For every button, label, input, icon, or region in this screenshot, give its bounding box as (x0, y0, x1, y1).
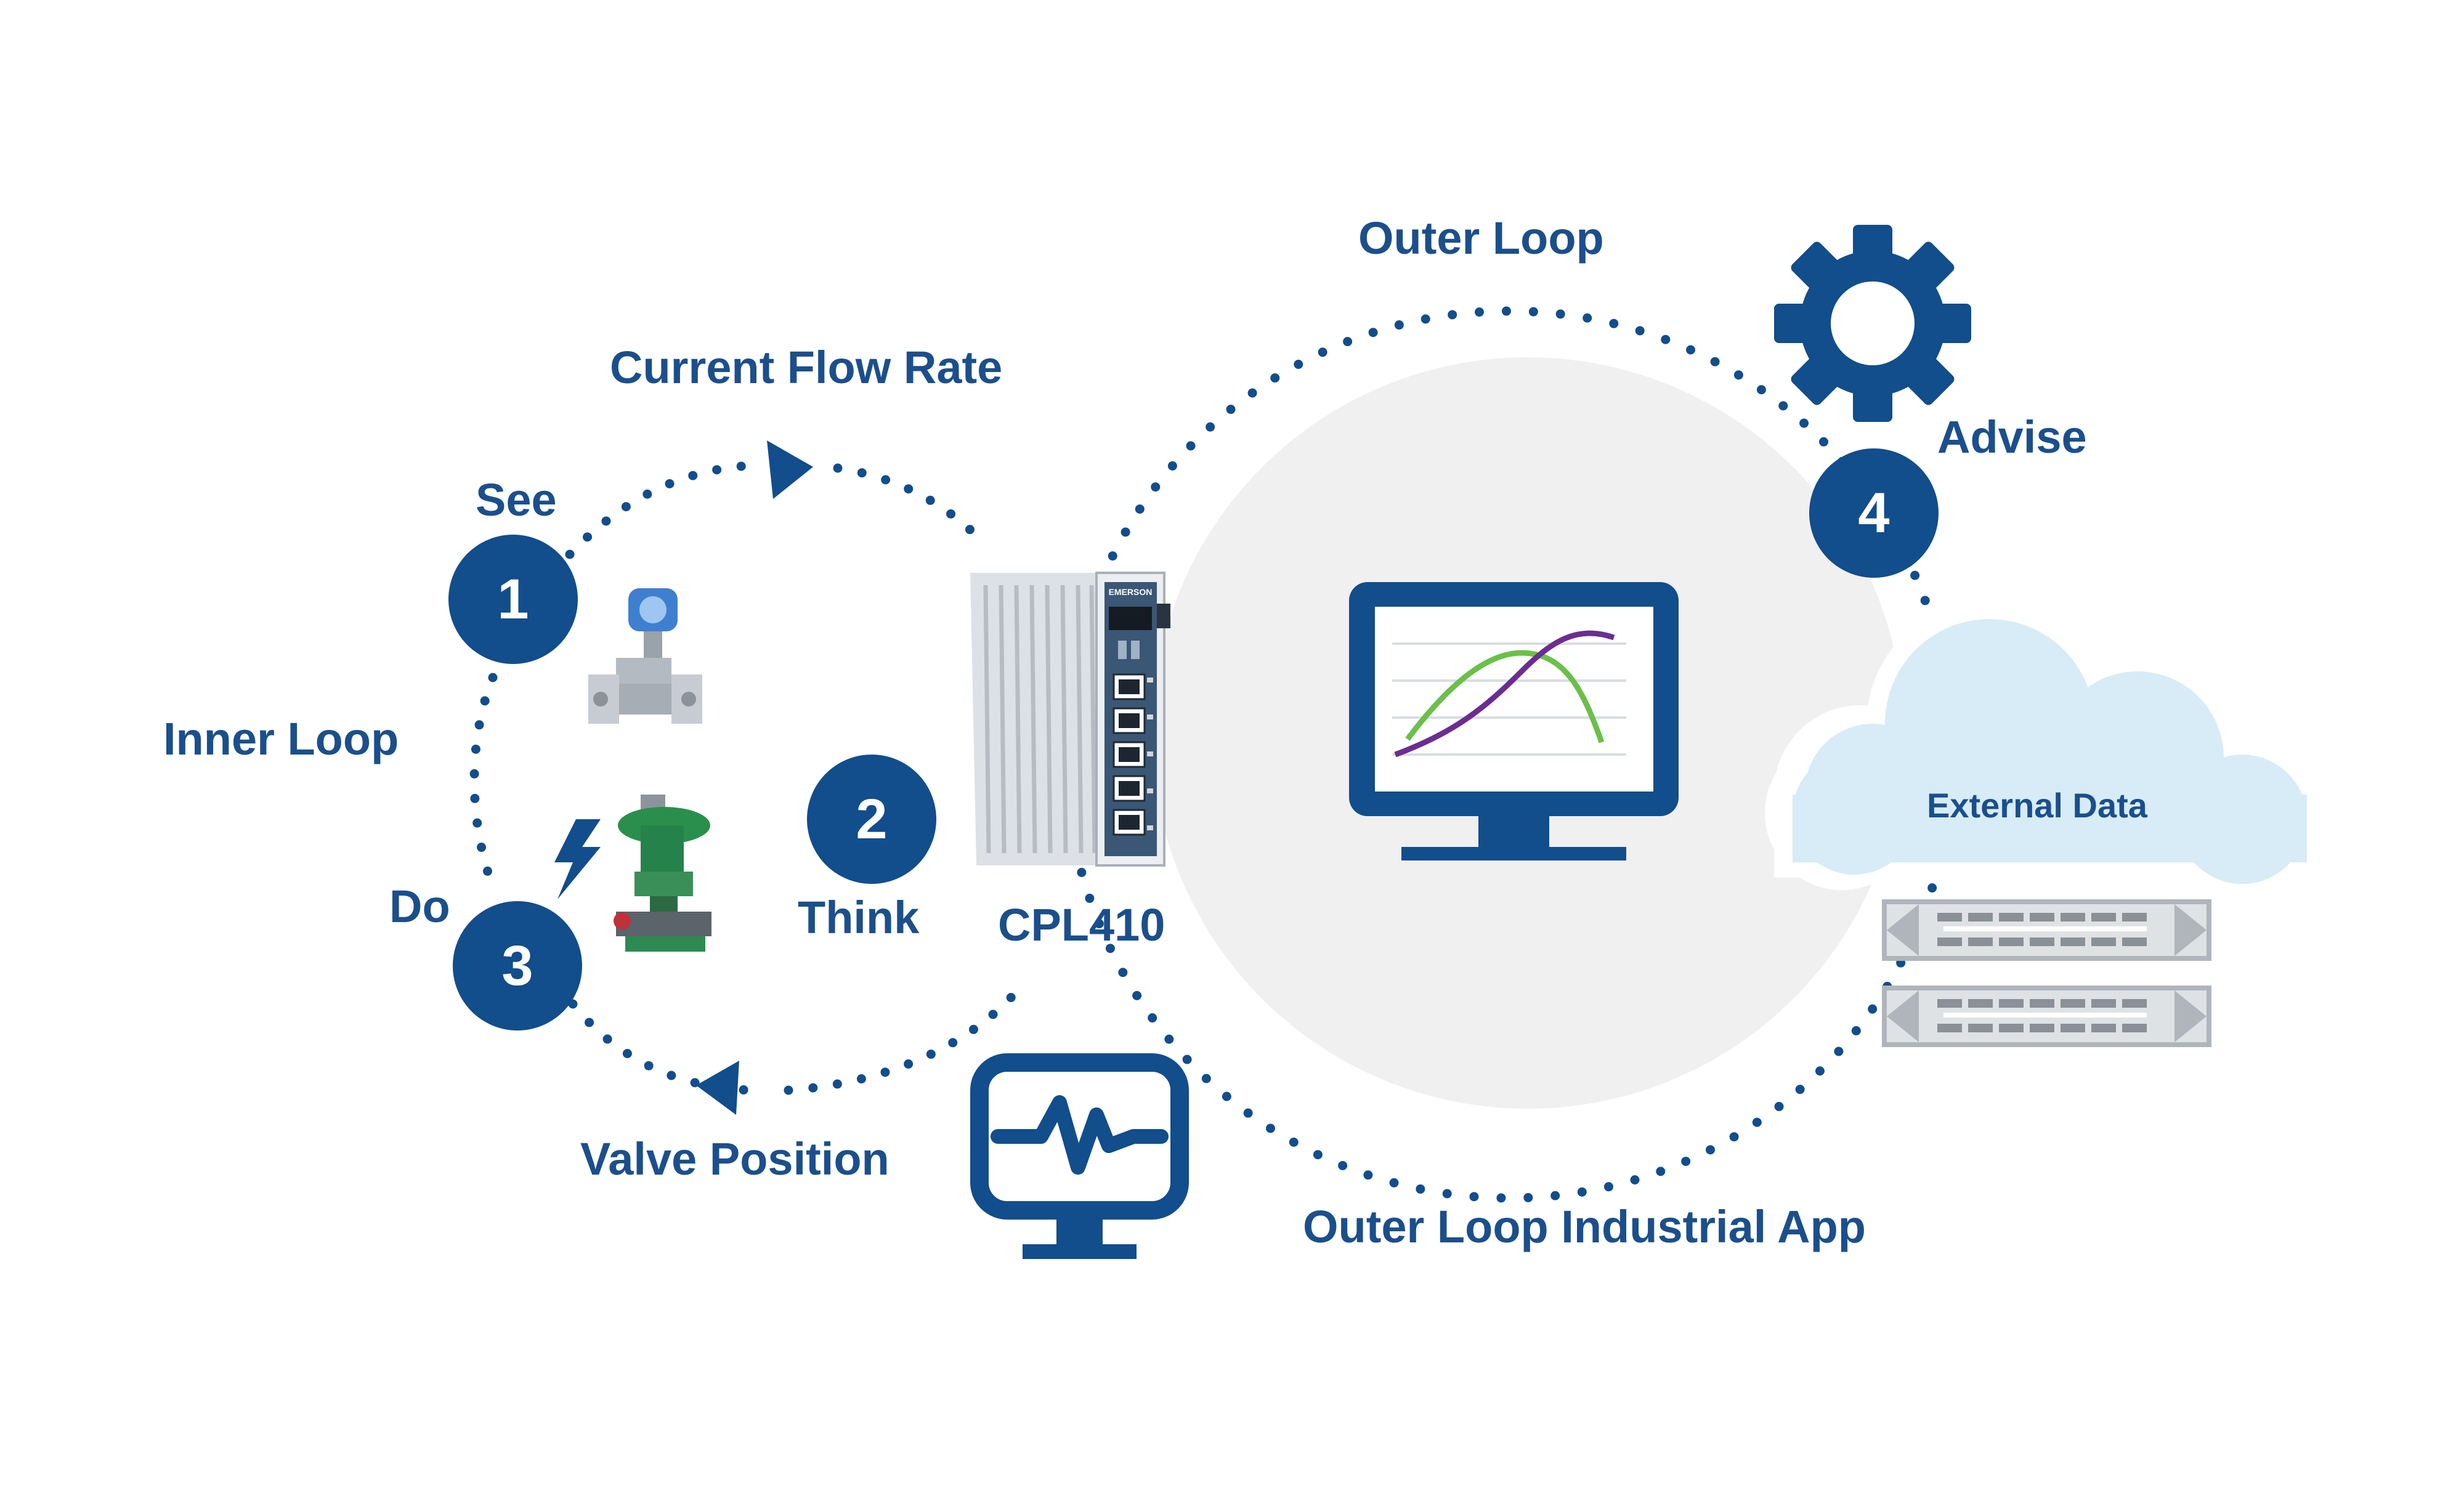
inner-loop-dotted-path (469, 460, 1021, 1095)
valve-position-label: Valve Position (580, 1133, 890, 1184)
valve-actuator-icon (614, 795, 711, 952)
lightning-icon (554, 819, 601, 899)
see-label: See (476, 474, 557, 525)
advise-label: Advise (1937, 411, 2087, 463)
current-flow-rate-label: Current Flow Rate (610, 342, 1003, 393)
flow-arrowhead (767, 440, 813, 499)
monitor-pulse-icon (970, 1053, 1189, 1259)
valve-arrowhead (696, 1061, 739, 1115)
step-2-badge: 2 (807, 755, 936, 884)
step-3-badge: 3 (453, 901, 582, 1030)
monitor-chart-icon (1349, 582, 1679, 860)
inner-loop-label: Inner Loop (163, 713, 399, 764)
chart-green-curve (1405, 650, 1605, 743)
outer-loop-label: Outer Loop (1358, 213, 1604, 264)
cpl410-controller-icon (970, 572, 1170, 867)
outer-loop-industrial-app-label: Outer Loop Industrial App (1303, 1201, 1866, 1252)
external-data-label: External Data (1927, 786, 2147, 825)
think-label: Think (798, 892, 920, 943)
cloud-icon (1765, 601, 2325, 899)
gear-icon (1774, 225, 1971, 422)
do-label: Do (389, 881, 450, 932)
chart-purple-curve (1394, 630, 1615, 758)
device-brand-text: EMERSON (1109, 587, 1153, 597)
cpl410-label: CPL410 (998, 899, 1165, 950)
flowmeter-icon (588, 588, 702, 724)
step-4-badge: 4 (1809, 448, 1939, 578)
server-rack-icon (1882, 899, 2211, 1047)
step-1-badge: 1 (448, 535, 578, 664)
